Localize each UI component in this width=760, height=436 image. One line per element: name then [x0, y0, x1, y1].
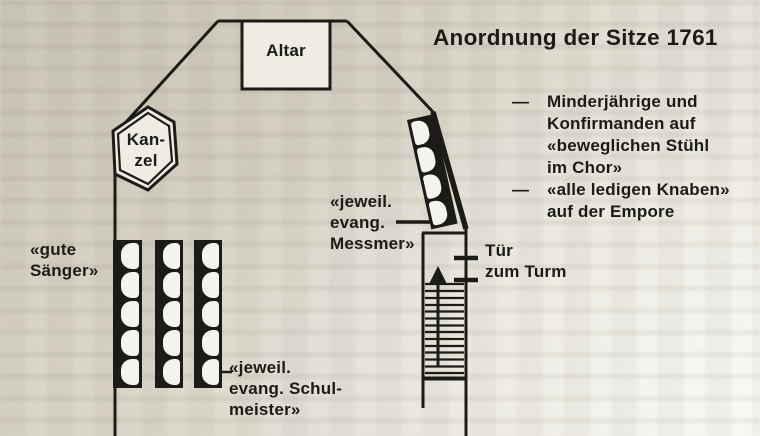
kanzel-hexagon-inner	[116, 111, 174, 186]
legend-item-minderjaehrige: — Minderjährige und Konfirmanden auf «be…	[512, 91, 730, 179]
pew-seat	[410, 118, 432, 146]
altar-label: Altar	[266, 41, 306, 60]
pew-seat	[121, 301, 139, 327]
pew-seat	[416, 145, 438, 173]
legend-item-ledige-knaben: — «alle ledigen Knaben» auf der Empore	[512, 179, 730, 223]
legend-dash-icon: —	[512, 180, 529, 199]
pew-seat	[163, 301, 180, 327]
wall-choir-right	[430, 111, 469, 230]
legend-dash-icon: —	[512, 92, 529, 111]
nave-pew-column-1	[113, 240, 142, 388]
nave-pew-column-3	[194, 240, 222, 388]
kanzel-label: Kan- zel	[126, 130, 166, 170]
wall-apse-left	[115, 19, 220, 134]
pew-seat	[428, 198, 450, 226]
kanzel-hexagon-outer	[111, 105, 179, 192]
pew-seat	[121, 330, 139, 356]
tuer-zum-turm-label: Tür zum Turm	[485, 241, 567, 281]
stair-steps	[425, 282, 464, 375]
diagram-title: Anordnung der Sitze 1761	[433, 25, 718, 50]
pew-seat	[163, 330, 180, 356]
pew-seat	[202, 301, 219, 327]
pew-seat	[121, 359, 139, 385]
pew-seat	[163, 359, 180, 385]
schulmeister-label: «jeweil. evang. Schul- meister»	[229, 358, 343, 419]
messmer-label: «jeweil. evang. Messmer»	[330, 192, 415, 253]
door-tick-marks	[454, 255, 478, 283]
pew-seat	[422, 172, 444, 200]
pew-seat	[121, 272, 139, 298]
legend-item-text: «alle ledigen Knaben» auf der Empore	[547, 180, 730, 221]
pew-seat	[163, 272, 180, 298]
pew-seat	[202, 330, 219, 356]
legend: — Minderjährige und Konfirmanden auf «be…	[512, 91, 730, 223]
wall-apse-right	[345, 19, 436, 115]
legend-item-text: Minderjährige und Konfirmanden auf «bewe…	[547, 92, 710, 177]
pew-seat	[163, 243, 180, 269]
nave-pew-column-2	[155, 240, 183, 388]
pew-seat	[202, 243, 219, 269]
pew-seat	[202, 359, 219, 385]
gute-saenger-label: «gute Sänger»	[30, 240, 99, 280]
stair-direction-arrow-head	[429, 266, 447, 284]
altar-box	[240, 19, 332, 91]
pew-seat	[202, 272, 219, 298]
pew-seat	[121, 243, 139, 269]
